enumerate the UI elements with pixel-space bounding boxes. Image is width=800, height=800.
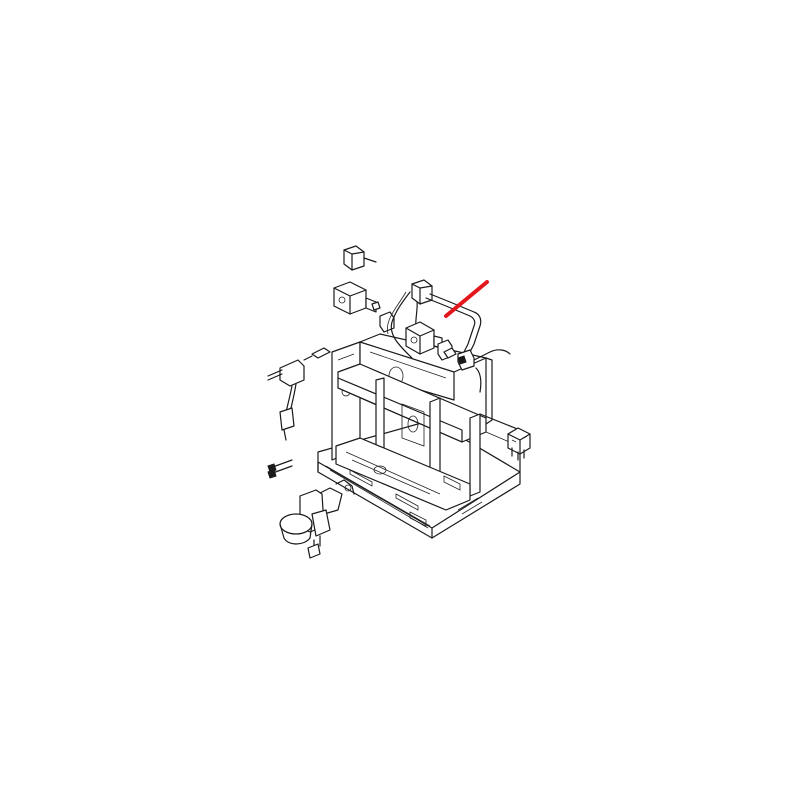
gas-cylinder-assembly bbox=[279, 479, 355, 559]
steam-pipe bbox=[425, 293, 511, 393]
pipe-fittings bbox=[443, 347, 467, 365]
switch-block bbox=[507, 427, 531, 461]
steam-wand bbox=[267, 347, 331, 441]
solenoid-valve-top bbox=[333, 281, 395, 333]
connector-pins bbox=[267, 459, 293, 479]
solenoid-valve-coil bbox=[343, 245, 377, 271]
main-frame bbox=[317, 333, 521, 539]
solenoid-valve-middle bbox=[405, 279, 453, 361]
highlight-pointer-line bbox=[444, 280, 489, 318]
